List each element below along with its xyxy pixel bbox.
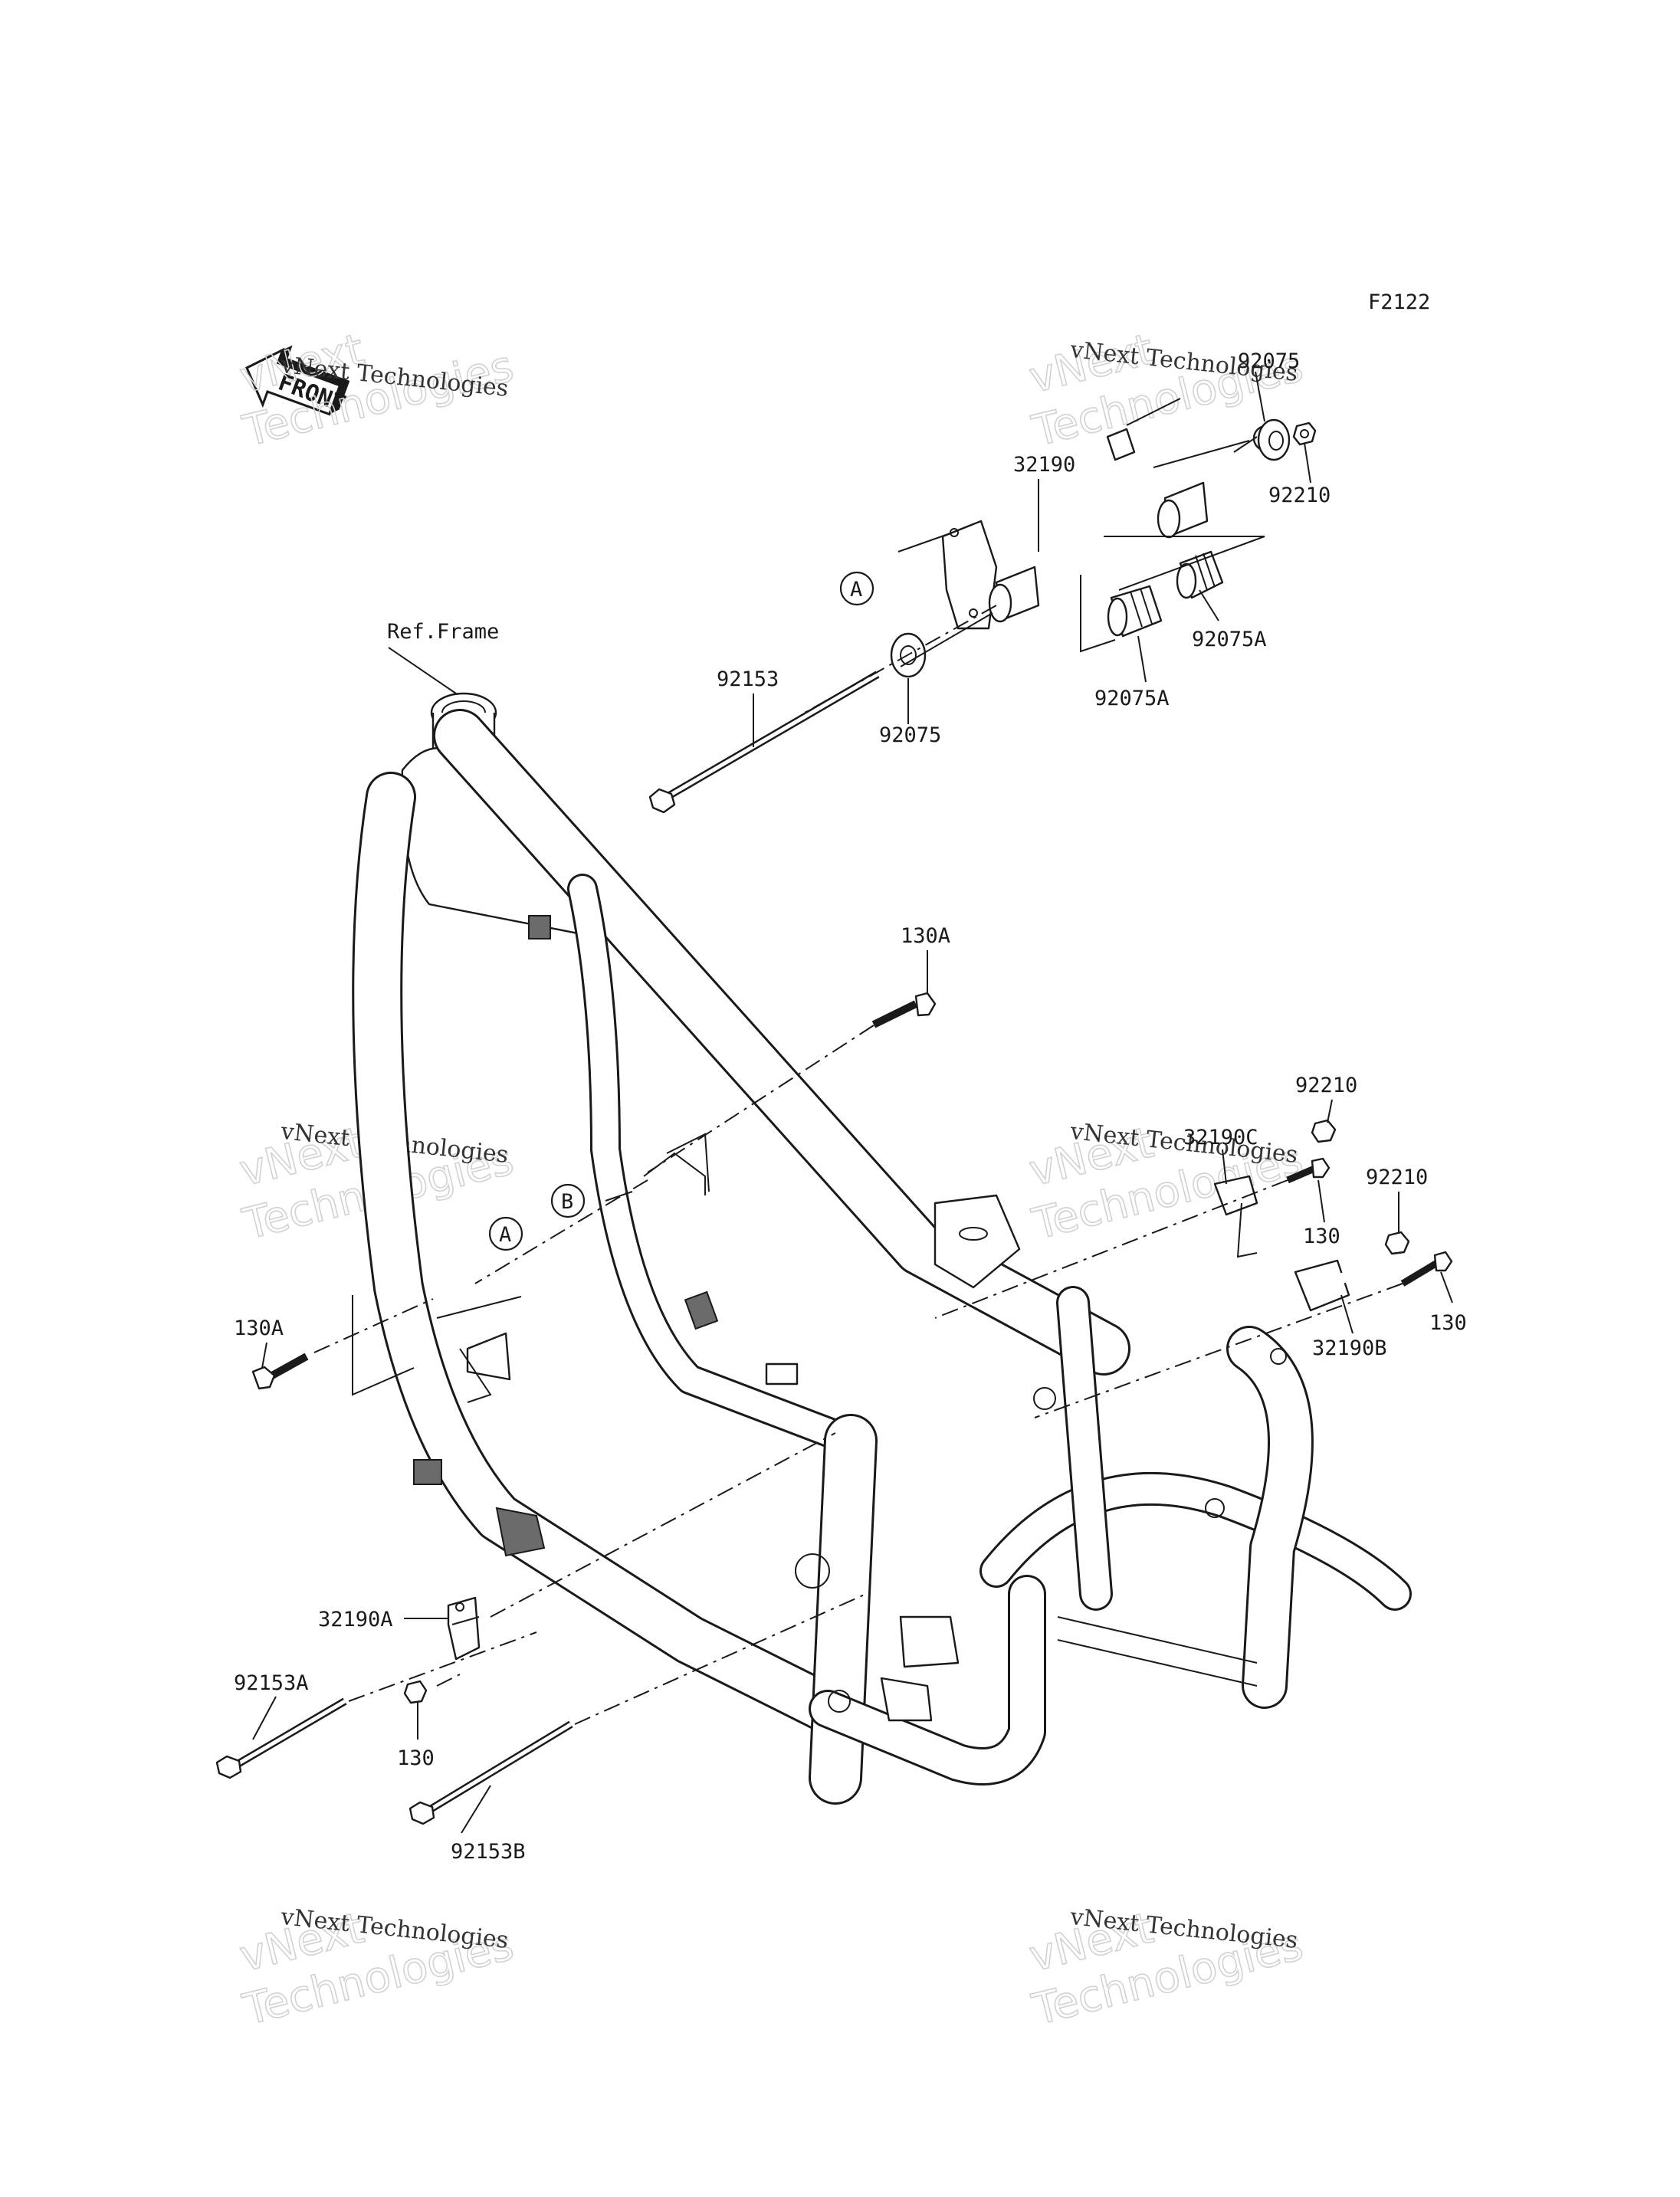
nut-92210-right (1384, 1231, 1410, 1255)
figure-code: F2122 (1368, 290, 1430, 314)
callout-130A-top: 130A (901, 924, 950, 948)
engine-mount-bracket-32190 (941, 428, 1209, 630)
bracket-32190B (1294, 1251, 1413, 1312)
reference-marker-B-left: B (550, 1183, 586, 1218)
collar-92075-top (1252, 418, 1291, 461)
bolt-92153A (215, 1697, 347, 1779)
damper-92075A-mid (1107, 585, 1163, 638)
nut-92210-top (1292, 421, 1317, 446)
callout-92153A: 92153A (234, 1671, 309, 1695)
callout-130-bottom: 130 (397, 1746, 435, 1770)
callout-32190: 32190 (1013, 453, 1075, 477)
svg-text:A: A (850, 578, 862, 602)
callout-92153B: 92153B (451, 1840, 526, 1864)
watermark-top-left: vNext Technologies vNext Technologies (235, 324, 519, 457)
bolt-130A-left (251, 1353, 309, 1390)
callout-92075A-right: 92075A (1192, 628, 1267, 651)
bracket-32190C (1213, 1175, 1258, 1258)
callout-92210-top: 92210 (1268, 484, 1331, 507)
callout-32190C: 32190C (1183, 1126, 1258, 1149)
bolt-130-bottom (403, 1680, 428, 1704)
callout-ref-frame: Ref.Frame (387, 620, 499, 644)
callout-130-mid: 130 (1303, 1225, 1340, 1248)
svg-text:A: A (499, 1223, 511, 1247)
watermark-bottom-right: vNext Technologies vNext Technologies (1024, 1903, 1308, 2036)
callout-92075A-mid: 92075A (1094, 687, 1170, 710)
nut-92210-mid (1311, 1119, 1337, 1143)
assembly-dashed-lines (313, 605, 1403, 1725)
bolt-92153B (409, 1720, 573, 1825)
callout-130-right: 130 (1429, 1311, 1467, 1335)
bracket-32190A (447, 1596, 481, 1661)
bolt-130-mid (1286, 1157, 1331, 1184)
svg-text:B: B (561, 1190, 573, 1214)
reference-marker-A-left: A (488, 1216, 523, 1251)
callout-92075-top: 92075 (1238, 349, 1300, 373)
callout-32190B: 32190B (1312, 1336, 1387, 1360)
callout-92210-right: 92210 (1366, 1166, 1428, 1189)
bolt-130-right (1400, 1251, 1453, 1287)
bolt-130A-top (871, 992, 937, 1028)
motorcycle-frame (352, 692, 1412, 1805)
callout-92075-bottom: 92075 (879, 723, 941, 747)
callout-92210-mid: 92210 (1295, 1074, 1357, 1097)
leader-lines (252, 371, 1453, 1834)
callout-92153: 92153 (717, 667, 779, 691)
bolt-92153 (648, 671, 880, 814)
reference-marker-A-top: A (839, 571, 874, 606)
watermark-bottom-left: vNext Technologies vNext Technologies (235, 1903, 519, 2036)
callout-32190A: 32190A (318, 1608, 393, 1631)
watermark-mid-right: vNext Technologies vNext Technologies (1024, 1117, 1308, 1251)
callout-130A-left: 130A (234, 1317, 284, 1340)
